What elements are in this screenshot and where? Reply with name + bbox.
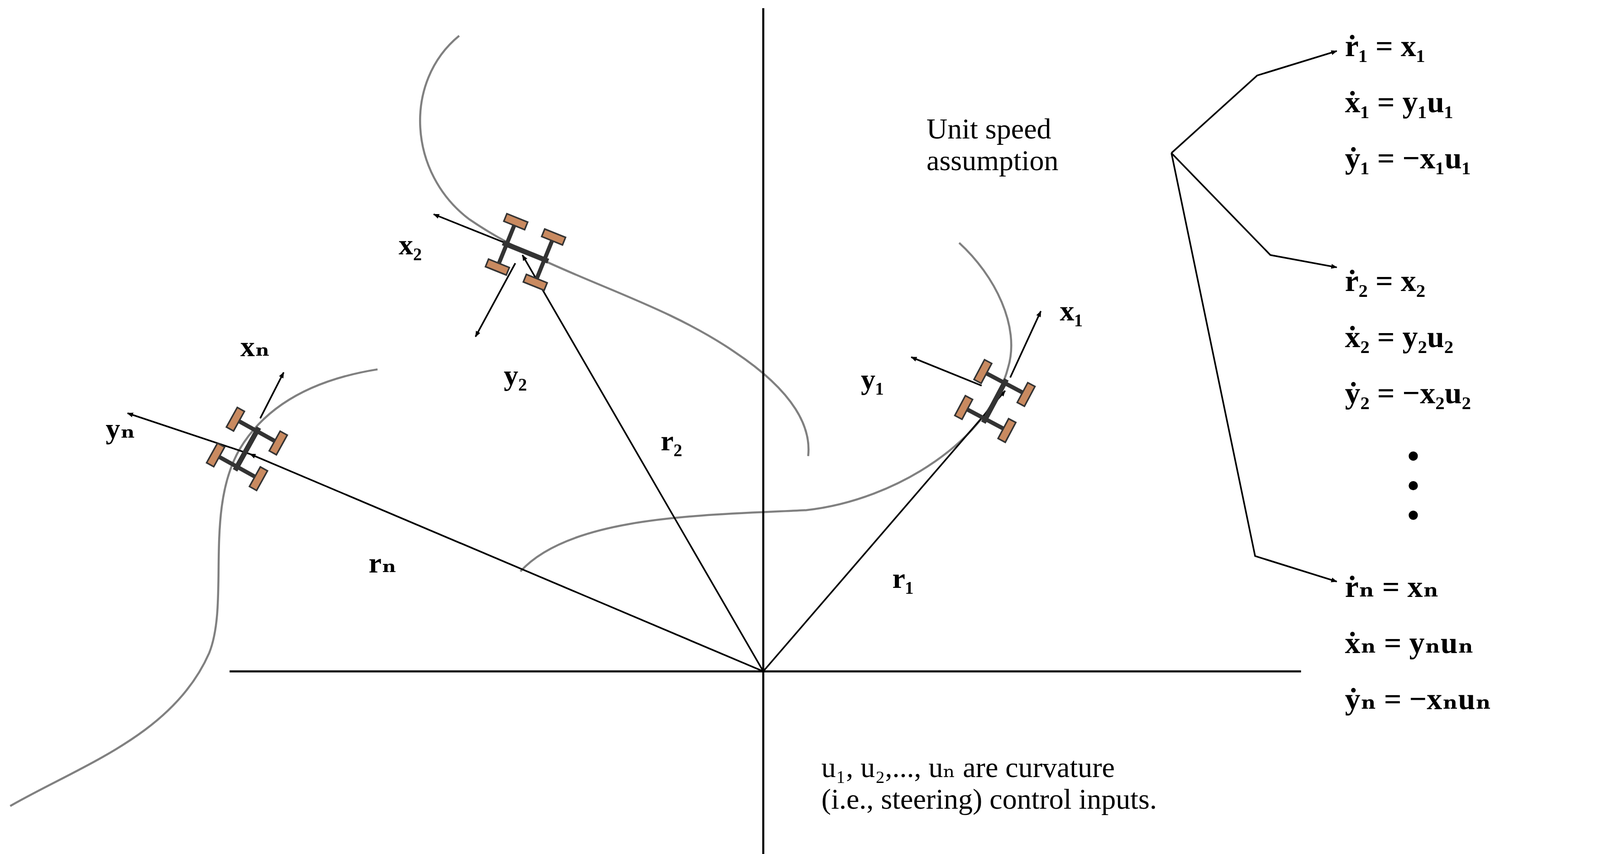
equation: ṙ₂ = x₂ xyxy=(1344,263,1426,298)
vehicle-icon xyxy=(485,213,566,291)
equation: ṙ₁ = x₁ xyxy=(1344,28,1426,63)
vector-label: r₂ xyxy=(660,425,683,457)
vector-label: y₂ xyxy=(503,359,527,392)
vector-label: rₙ xyxy=(368,547,397,579)
trajectory-curves xyxy=(10,35,1012,807)
brace-arrows xyxy=(1171,51,1337,582)
vector-label: yₙ xyxy=(105,412,135,445)
equation: ẏ₂ = −x₂u₂ xyxy=(1344,376,1471,411)
equation: ẋ₂ = y₂u₂ xyxy=(1344,320,1454,354)
frame-vectors xyxy=(127,214,1042,454)
equation: ẋₙ = yₙuₙ xyxy=(1344,625,1474,660)
vector-label: x₂ xyxy=(398,229,422,261)
vector-label: x₁ xyxy=(1060,295,1084,327)
vector-label: y₁ xyxy=(860,363,884,396)
vehicle-icon xyxy=(955,359,1036,443)
vehicle-icon xyxy=(206,407,287,491)
equation: ẏ₁ = −x₁u₁ xyxy=(1344,141,1471,176)
vector-label: r₁ xyxy=(892,562,914,595)
vehicles xyxy=(206,213,1035,491)
equation: ẏₙ = −xₙuₙ xyxy=(1344,682,1491,717)
vector-label: xₙ xyxy=(240,330,270,363)
equation: ṙₙ = xₙ xyxy=(1344,569,1439,604)
note-text: Unit speed assumption xyxy=(926,113,1063,177)
equation: ẋ₁ = y₁u₁ xyxy=(1344,85,1454,120)
note-text: u₁, u₂,..., uₙ are curvature (i.e., stee… xyxy=(821,751,1161,816)
axes xyxy=(229,8,1301,854)
position-vectors xyxy=(249,255,1005,672)
ellipsis-dots xyxy=(1408,451,1418,521)
